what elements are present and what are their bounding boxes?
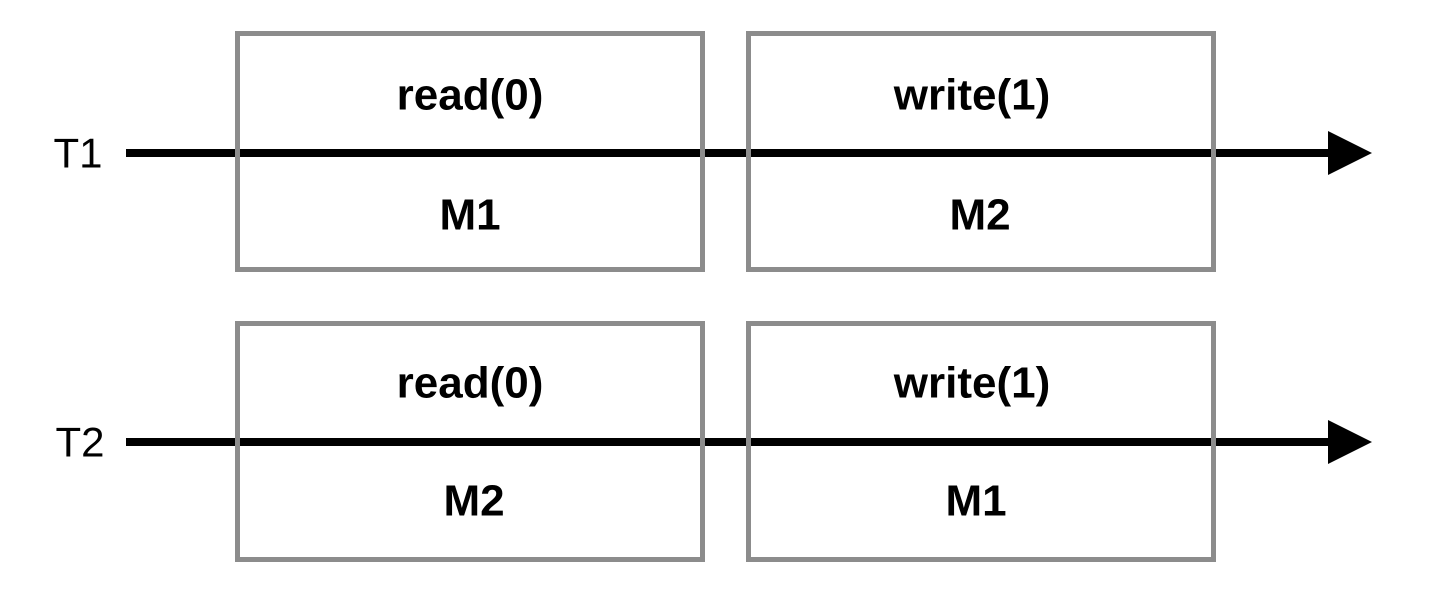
thread-2-op-2-memory: M1 [945, 477, 1006, 526]
thread-1-arrowhead [1328, 131, 1372, 175]
thread-1-op-2-box [746, 31, 1216, 272]
thread-2-op-1-memory: M2 [443, 477, 504, 526]
thread-2: T2 read(0) M2 write(1) M1 [55, 321, 1372, 562]
thread-2-op-1: read(0) M2 [235, 321, 705, 562]
thread-2-op-1-operation: read(0) [397, 359, 544, 408]
thread-1: T1 read(0) M1 write(1) M2 [53, 31, 1372, 272]
thread-1-op-1-memory: M1 [439, 191, 500, 240]
thread-1-op-1-operation: read(0) [397, 71, 544, 120]
thread-1-op-2-memory: M2 [949, 191, 1010, 240]
thread-1-op-2: write(1) M2 [746, 31, 1216, 272]
thread-2-arrowhead [1328, 420, 1372, 464]
thread-2-op-2-operation: write(1) [893, 359, 1050, 408]
thread-1-op-1-box [235, 31, 705, 272]
thread-1-op-1: read(0) M1 [235, 31, 705, 272]
thread-2-op-1-box [235, 321, 705, 562]
thread-2-op-2-box [746, 321, 1216, 562]
thread-2-op-2: write(1) M1 [746, 321, 1216, 562]
thread-2-label: T2 [55, 419, 104, 466]
thread-1-label: T1 [53, 130, 102, 177]
thread-1-op-2-operation: write(1) [893, 71, 1050, 120]
